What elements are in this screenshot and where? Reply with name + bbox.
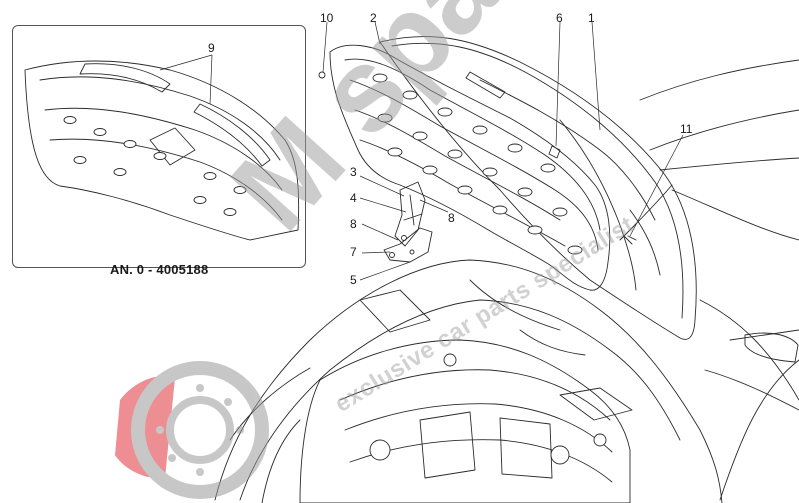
side-mirror — [744, 332, 799, 363]
callout-1: 1 — [588, 11, 595, 25]
car-body-outline — [639, 59, 799, 501]
windshield-edge — [649, 109, 799, 171]
engine-block — [299, 339, 631, 503]
hood-outer-panel — [379, 36, 697, 340]
leader-3 — [359, 175, 405, 197]
leader-8a — [361, 223, 399, 241]
callout-9: 9 — [208, 41, 215, 55]
leader-2 — [374, 21, 381, 45]
inset-frame — [12, 25, 306, 268]
callout-2: 2 — [370, 11, 377, 25]
inset-drawing — [24, 60, 300, 241]
callout-3: 3 — [350, 165, 357, 179]
callout-5: 5 — [350, 273, 357, 287]
leader-9a — [159, 54, 213, 71]
inset-caption: AN. 0 - 4005188 — [110, 262, 209, 277]
callout-10: 10 — [320, 11, 334, 25]
hood-seal-strip — [465, 71, 506, 99]
brake-disc-logo — [115, 361, 269, 499]
hood-insulation-pad — [329, 44, 611, 291]
callout-11: 11 — [680, 122, 693, 136]
callout-6: 6 — [556, 11, 563, 25]
callout-7: 7 — [350, 245, 357, 259]
inset-seal-strip-9 — [79, 63, 171, 93]
hood-hinge — [394, 181, 426, 247]
leader-6 — [555, 21, 561, 147]
callout-4: 4 — [350, 191, 357, 205]
engine-bay-outline — [214, 259, 723, 503]
leader-10 — [322, 21, 328, 73]
leader-8b — [419, 199, 449, 213]
gas-strut-11 — [619, 184, 673, 241]
leader-7 — [361, 251, 391, 254]
callout-8-left: 8 — [350, 217, 357, 231]
leader-9b — [209, 54, 213, 105]
plug-part-10 — [318, 71, 326, 79]
leader-1 — [591, 21, 601, 131]
leader-5 — [359, 261, 411, 281]
callout-8-right: 8 — [448, 211, 455, 225]
clip-part-6 — [548, 145, 561, 159]
leader-11 — [629, 134, 684, 237]
leader-4 — [359, 197, 407, 213]
